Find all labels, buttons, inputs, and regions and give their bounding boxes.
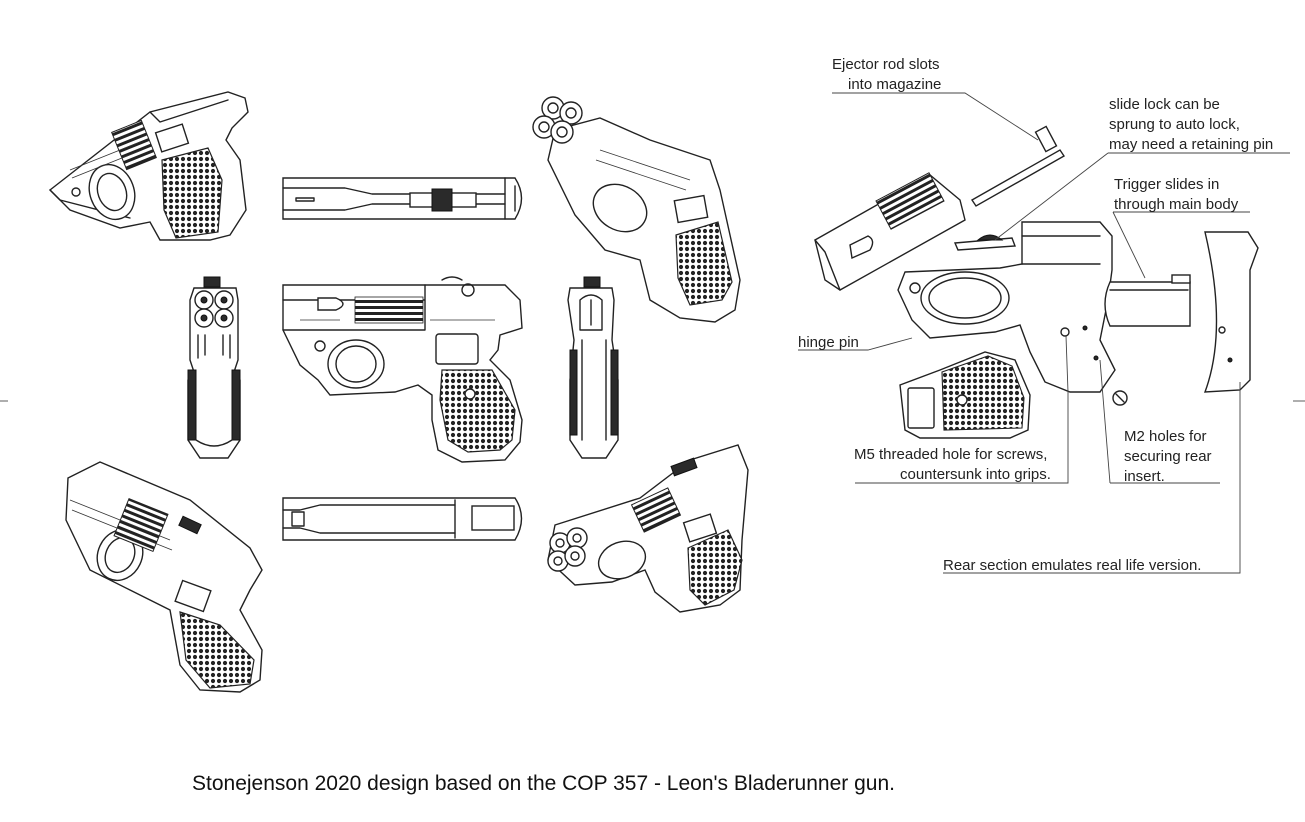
slide-lock-label-line-3: may need a retaining pin bbox=[1109, 136, 1273, 153]
drawing-caption: Stonejenson 2020 design based on the COP… bbox=[192, 772, 895, 795]
trigger-label-line-2: through main body bbox=[1114, 196, 1239, 213]
rear-view bbox=[567, 276, 619, 459]
hinge-pin-label: hinge pin bbox=[798, 334, 859, 351]
top-view bbox=[282, 177, 523, 220]
bottom-view bbox=[282, 497, 523, 541]
ejector-label-line-1: Ejector rod slots bbox=[832, 56, 940, 73]
isometric-view-top-left bbox=[48, 91, 249, 241]
trigger-label-line-1: Trigger slides in bbox=[1114, 176, 1219, 193]
m2-label-line-1: M2 holes for bbox=[1124, 428, 1207, 445]
annotations: Ejector rod slots into magazine slide lo… bbox=[798, 56, 1273, 574]
slide-lock-label-line-1: slide lock can be bbox=[1109, 96, 1220, 113]
m5-label-line-1: M5 threaded hole for screws, bbox=[854, 446, 1047, 463]
side-view-center bbox=[282, 276, 523, 463]
ejector-label-line-2: into magazine bbox=[848, 76, 941, 93]
m5-label-line-2: countersunk into grips. bbox=[900, 466, 1051, 483]
leader-lines bbox=[798, 92, 1290, 574]
rear-section-label: Rear section emulates real life version. bbox=[943, 557, 1201, 574]
isometric-view-top-right bbox=[532, 96, 741, 323]
isometric-view-bottom-right bbox=[547, 444, 749, 613]
m2-label-line-2: securing rear bbox=[1124, 448, 1212, 465]
m2-label-line-3: insert. bbox=[1124, 468, 1165, 485]
slide-lock-label-line-2: sprung to auto lock, bbox=[1109, 116, 1240, 133]
front-view bbox=[187, 276, 241, 459]
exploded-view bbox=[814, 125, 1259, 439]
isometric-view-bottom-left bbox=[65, 461, 263, 693]
